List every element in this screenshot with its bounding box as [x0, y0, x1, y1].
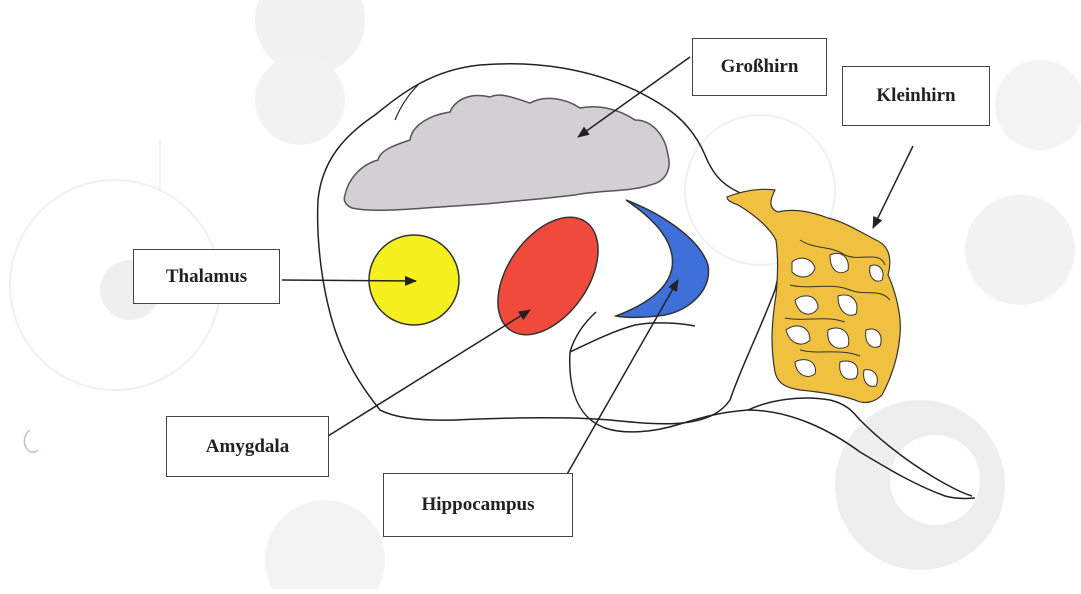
- thalamus-label: Thalamus: [133, 249, 280, 304]
- hippocampus-pointer: [566, 280, 678, 476]
- hippocampus-shape: [616, 200, 708, 317]
- stray-mark: [24, 430, 38, 452]
- hippocampus-label: Hippocampus: [383, 473, 573, 537]
- amygdala-label: Amygdala: [166, 416, 329, 477]
- amygdala-pointer: [328, 310, 530, 436]
- kleinhirn-shape: [727, 189, 900, 402]
- thalamus-pointer: [282, 280, 416, 281]
- outline-stroke: [395, 85, 418, 120]
- grosshirn-label: Großhirn: [692, 38, 827, 96]
- kleinhirn-pointer: [873, 146, 913, 228]
- kleinhirn-label: Kleinhirn: [842, 66, 990, 126]
- grosshirn-shape: [344, 95, 669, 210]
